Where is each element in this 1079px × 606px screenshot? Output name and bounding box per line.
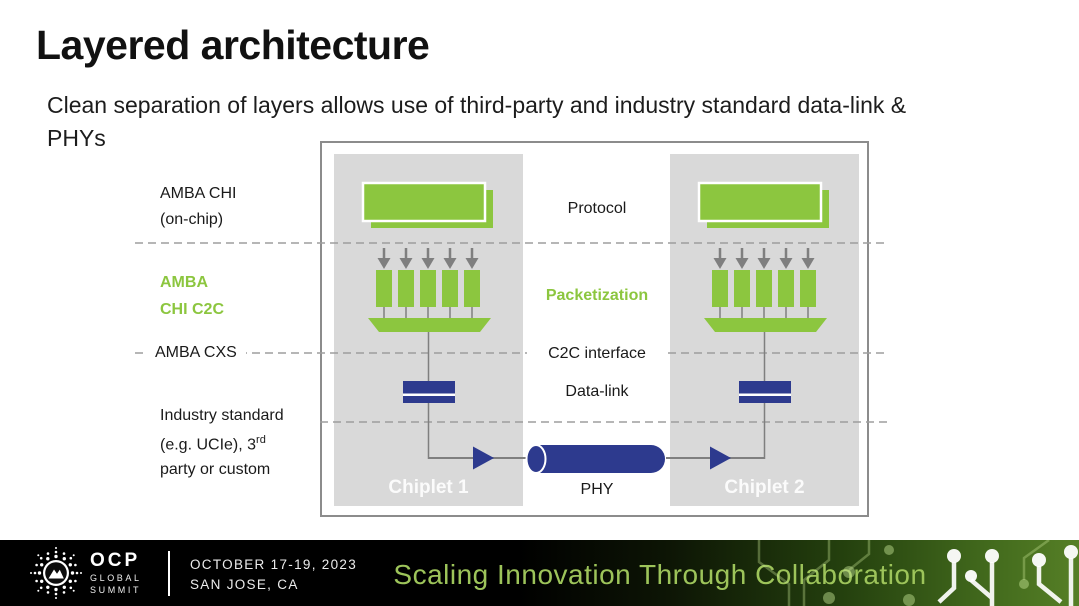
ocp-brand-name: OCP — [90, 550, 141, 571]
label-protocol: Protocol — [567, 200, 627, 217]
diagram-outer-box — [320, 141, 869, 517]
footer-divider — [168, 551, 170, 596]
label-industry-line1: Industry standard — [160, 407, 284, 424]
layer-separator-lines — [135, 242, 887, 423]
chiplet-1-stack-icon — [361, 181, 495, 461]
event-date-location: OCTOBER 17-19, 2023 SAN JOSE, CA — [190, 555, 357, 595]
ocp-brand-sub1: GLOBAL — [90, 572, 142, 583]
label-amba-chi-line2: (on-chip) — [160, 211, 224, 228]
phy-interconnect — [428, 444, 765, 474]
label-industry-line2: (e.g. UCIe), 3 — [160, 436, 257, 454]
layered-architecture-diagram — [135, 181, 887, 474]
event-location: SAN JOSE, CA — [190, 577, 299, 592]
label-industry-standard: Industry standard (e.g. UCIe), 3rd party… — [160, 403, 284, 482]
label-industry-sup: rd — [256, 434, 266, 446]
ocp-summit-logo-icon — [30, 547, 82, 599]
label-amba-cxs: AMBA CXS — [146, 343, 246, 363]
label-amba-chi-c2c: AMBA CHI C2C — [160, 269, 224, 323]
footer-bar — [0, 540, 1079, 606]
label-amba-chi-line1: AMBA CHI — [160, 185, 237, 202]
chiplet-1-title: Chiplet 1 — [388, 477, 469, 498]
label-amba-chi: AMBA CHI (on-chip) — [160, 181, 236, 233]
ocp-brand-sub2: SUMMIT — [90, 585, 142, 595]
circuit-pattern-icon — [757, 540, 1078, 606]
label-data-link: Data-link — [565, 383, 629, 400]
subtitle-line1: Clean separation of layers allows use of… — [47, 92, 907, 118]
page-title: Layered architecture — [36, 22, 430, 68]
chiplet-2-stack-icon — [697, 181, 831, 461]
mountain-icon — [48, 569, 64, 579]
arrow-right-icon — [710, 446, 731, 470]
slide-subtitle: Clean separation of layers allows use of… — [47, 89, 1057, 155]
label-amba-c2c-line2: CHI C2C — [160, 301, 225, 318]
label-amba-c2c-line1: AMBA — [160, 274, 208, 291]
label-packetization: Packetization — [545, 287, 649, 304]
label-c2c-interface: C2C interface — [527, 344, 667, 363]
event-tagline: Scaling Innovation Through Collaboration — [393, 559, 927, 590]
subtitle-line2: PHYs — [47, 125, 106, 151]
event-date: OCTOBER 17-19, 2023 — [190, 557, 358, 572]
arrow-right-icon — [473, 446, 494, 470]
label-industry-line3: party or custom — [160, 461, 271, 479]
chiplet-2-title: Chiplet 2 — [724, 477, 805, 498]
ocp-brand-block: OCP GLOBAL SUMMIT — [90, 551, 142, 595]
phy-cylinder-icon — [536, 445, 665, 473]
label-phy: PHY — [580, 481, 614, 498]
